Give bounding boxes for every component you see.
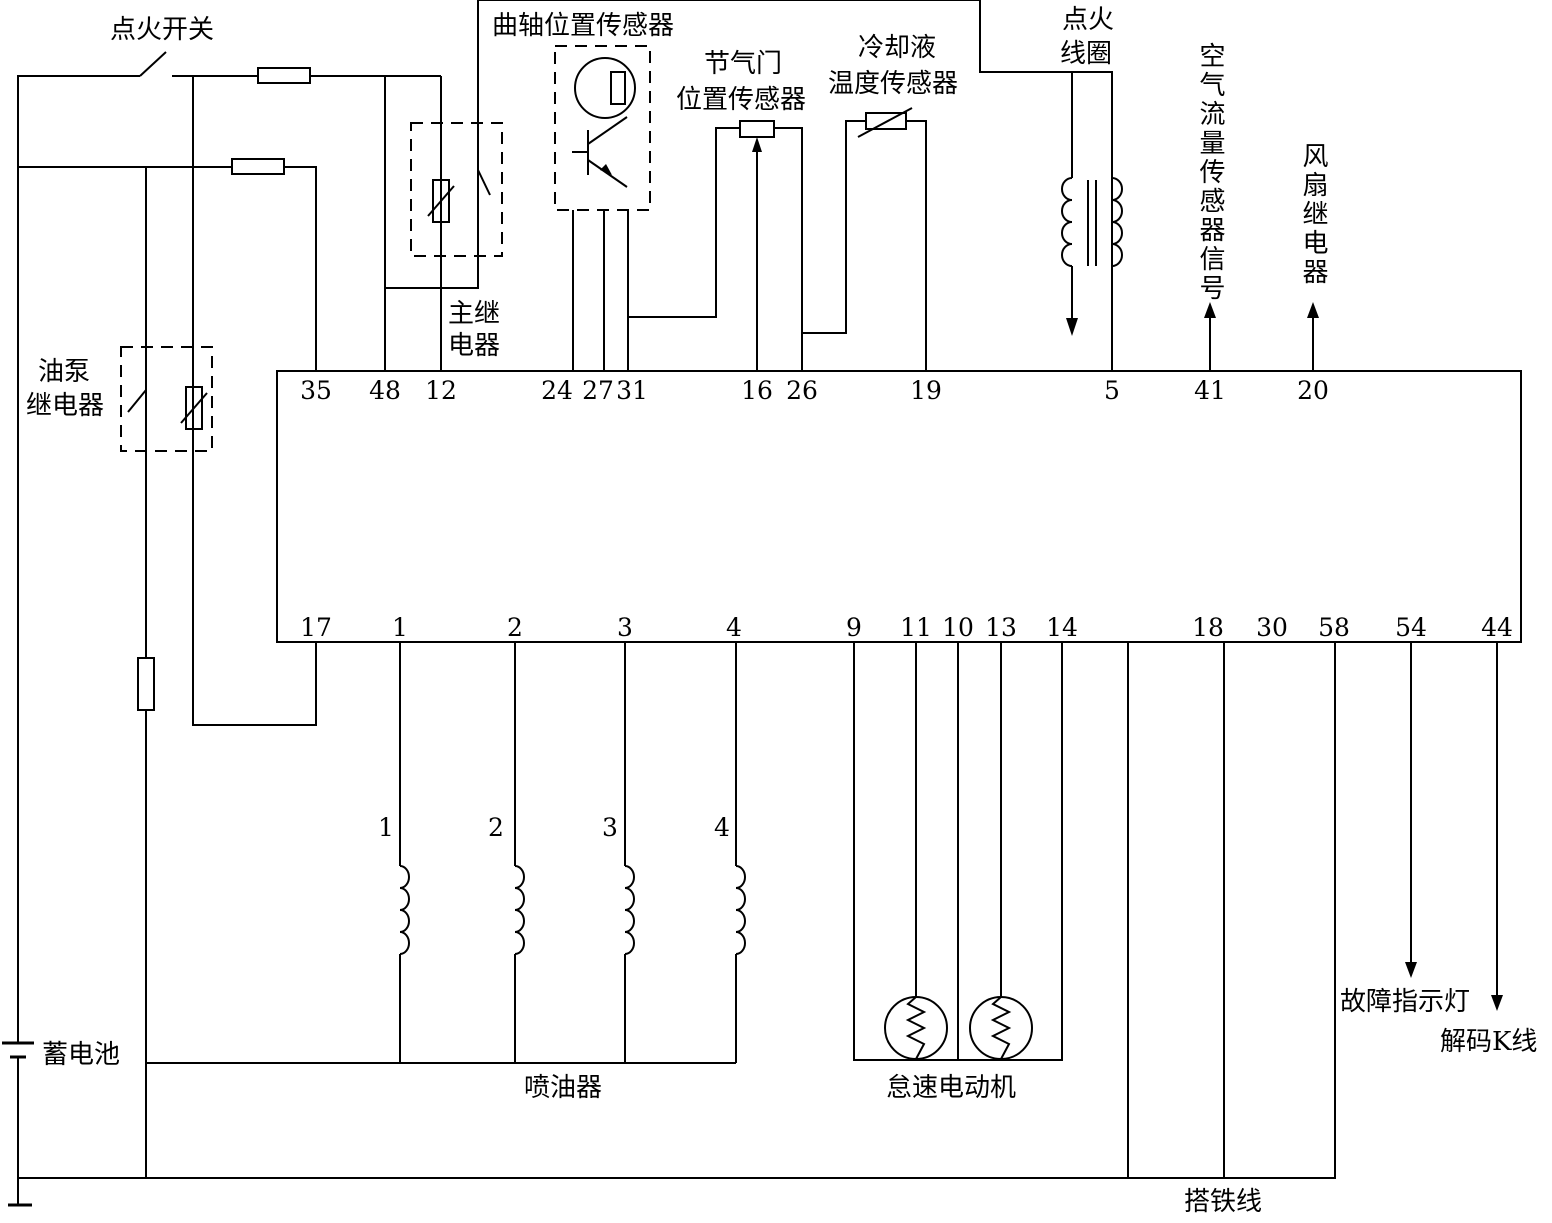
ecu-pin-17: 17 (300, 613, 332, 642)
coolant-temperature-sensor (802, 107, 927, 371)
coolant-sensor-label-2: 温度传感器 (828, 69, 958, 99)
ecu-pin-24: 24 (541, 376, 573, 405)
idle-motor-label: 怠速电动机 (886, 1073, 1016, 1103)
ecu-pin-31: 31 (616, 376, 648, 405)
injector-number-4: 4 (714, 813, 730, 842)
injector-number-1: 1 (378, 813, 394, 842)
fuse (137, 657, 155, 711)
ecu-pin-13: 13 (985, 613, 1017, 642)
ecu-box (276, 370, 1522, 643)
battery-label: 蓄电池 (42, 1040, 120, 1070)
ecu-bottom-pins: 17 1 2 3 4 9 11 10 13 14 18 30 58 54 44 (300, 613, 1513, 642)
ecu-pin-41: 41 (1194, 376, 1226, 405)
ignition-switch (17, 51, 441, 1025)
injector-numbers: 1 2 3 4 (378, 813, 730, 842)
ecu-pin-11: 11 (900, 613, 932, 642)
ecu-pin-20: 20 (1297, 376, 1329, 405)
injectors-label: 喷油器 (524, 1073, 602, 1103)
ecu-pin-10: 10 (942, 613, 974, 642)
ignition-coil (1061, 72, 1123, 336)
ecu-pin-9: 9 (846, 613, 862, 642)
fuel-pump-relay-label-2: 继电器 (26, 391, 104, 421)
ecu-pin-48: 48 (369, 376, 401, 405)
injector-number-2: 2 (488, 813, 504, 842)
throttle-position-sensor (628, 120, 803, 371)
main-relay-label-1: 主继 (448, 299, 500, 329)
diag-k-line-label: 解码K线 (1440, 1027, 1537, 1057)
main-relay (410, 122, 503, 257)
ecu-pin-35: 35 (300, 376, 332, 405)
injectors (146, 642, 746, 1064)
throttle-sensor-label-2: 位置传感器 (676, 85, 806, 115)
battery-supply-line (18, 158, 317, 371)
ecu-pin-14: 14 (1046, 613, 1078, 642)
coolant-sensor-label-1: 冷却液 (858, 33, 936, 63)
idle-motor (853, 642, 1063, 1061)
battery-symbol (2, 1025, 34, 1207)
ecu-pin-19: 19 (910, 376, 942, 405)
fault-lamp-label: 故障指示灯 (1340, 987, 1470, 1017)
ground-bus (18, 642, 1336, 1179)
ignition-coil-label-2: 线圈 (1060, 39, 1112, 69)
ecu-pin-4: 4 (726, 613, 742, 642)
ecu-pin-16: 16 (741, 376, 773, 405)
crankshaft-sensor (554, 45, 651, 371)
fan-relay-label: 风扇继电器 (1298, 142, 1328, 287)
ecu-pin-44: 44 (1481, 613, 1513, 642)
throttle-sensor-label-1: 节气门 (704, 49, 782, 79)
fuel-pump-relay (120, 346, 213, 452)
injector-number-3: 3 (602, 813, 618, 842)
ecu-pin-30: 30 (1256, 613, 1288, 642)
ecu-pin-1: 1 (392, 613, 408, 642)
ignition-switch-label: 点火开关 (110, 15, 214, 45)
ignition-coil-label-1: 点火 (1062, 5, 1114, 35)
ground-label: 搭铁线 (1184, 1187, 1262, 1217)
ecu-pin-12: 12 (425, 376, 457, 405)
pump-relay-coil-wire (192, 76, 317, 726)
ecu-pin-5: 5 (1104, 376, 1120, 405)
ecu-pin-3: 3 (617, 613, 633, 642)
ecu-pin-18: 18 (1192, 613, 1224, 642)
crankshaft-sensor-label: 曲轴位置传感器 (492, 11, 674, 41)
air-flow-label: 空气流量传感器信号 (1195, 42, 1225, 303)
ecu-pin-54: 54 (1395, 613, 1427, 642)
main-relay-label-2: 电器 (448, 331, 500, 361)
ecu-pin-26: 26 (786, 376, 818, 405)
fuel-pump-relay-label-1: 油泵 (38, 357, 90, 387)
ecu-pin-2: 2 (507, 613, 523, 642)
ecu-pin-27: 27 (582, 376, 614, 405)
ecu-pin-58: 58 (1318, 613, 1350, 642)
